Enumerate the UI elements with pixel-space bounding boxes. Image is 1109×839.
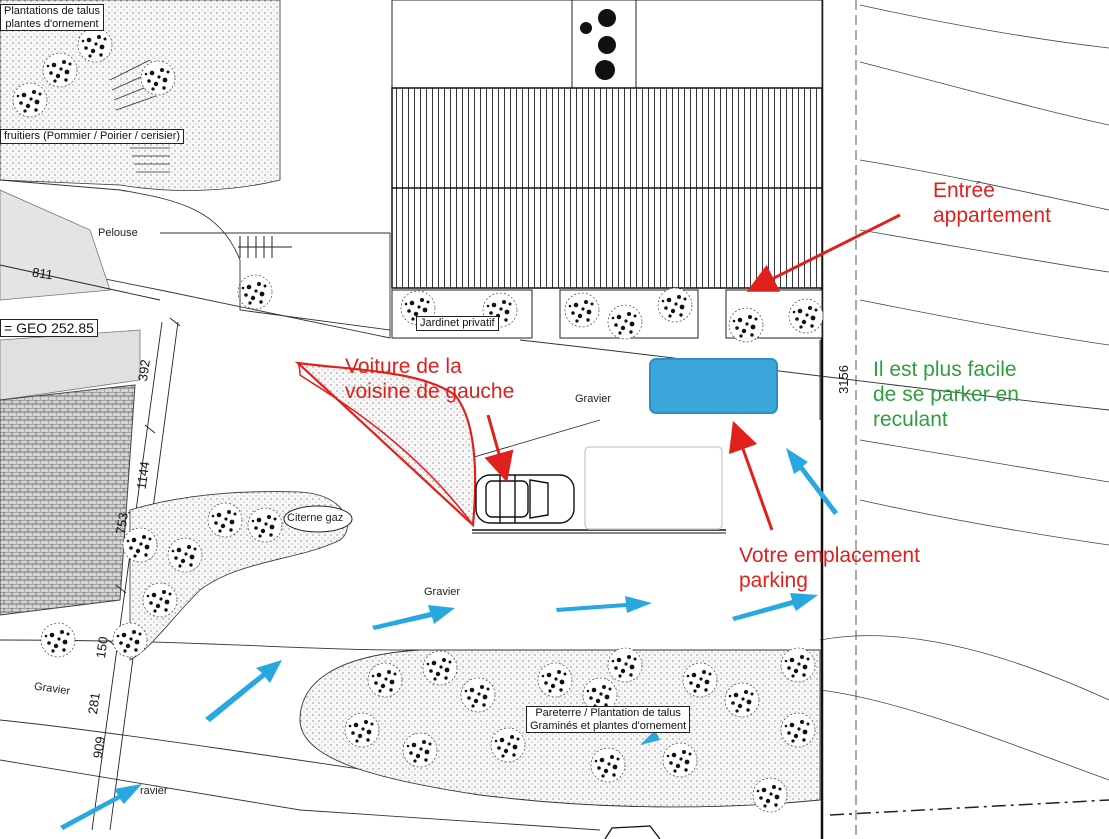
tree <box>402 732 438 768</box>
label-pelouse: Pelouse <box>98 227 138 239</box>
tree <box>682 662 718 698</box>
dim-811: 811 <box>31 264 54 283</box>
tree <box>42 52 78 88</box>
tree <box>167 537 203 573</box>
annotation-voiture: Voiture de la voisine de gauche <box>345 355 515 404</box>
tree <box>724 682 760 718</box>
blue-arrow <box>556 596 652 613</box>
dim-281: 281 <box>84 691 103 716</box>
tree <box>12 82 48 118</box>
blue-arrows <box>60 448 838 830</box>
label-gravier-top: Gravier <box>575 393 612 405</box>
small-stair <box>238 236 292 258</box>
tree <box>657 287 693 323</box>
label-geo: = GEO 252.85 <box>0 319 98 338</box>
tree <box>207 502 243 538</box>
annotation-parking: Votre emplacement parking <box>739 544 920 593</box>
red-arrows <box>484 213 901 531</box>
tree <box>607 647 643 683</box>
blue-arrow <box>372 605 455 630</box>
tree <box>564 292 600 328</box>
citerne-gaz-tank <box>283 505 353 533</box>
label-plantations-talus: Plantations de talus plantes d'ornement <box>0 4 105 32</box>
annotation-reculant: Il est plus facile de se parker en recul… <box>873 358 1019 432</box>
planted-area-citerne <box>129 491 348 661</box>
label-gravier-mid: Gravier <box>424 586 461 598</box>
dim-150: 150 <box>92 635 111 660</box>
tree <box>752 777 788 813</box>
label-pareterre: Pareterre / Plantation de talus Graminés… <box>526 706 691 734</box>
tree <box>780 712 816 748</box>
tree <box>140 60 176 96</box>
label-gravier-bottom: ravier <box>140 785 168 797</box>
blue-arrow <box>732 593 818 621</box>
parking-spot <box>649 358 778 414</box>
tree <box>237 274 273 310</box>
blue-arrow <box>60 784 142 830</box>
tree <box>490 727 526 763</box>
tree <box>780 647 816 683</box>
tree <box>142 582 178 618</box>
tree <box>662 742 698 778</box>
tree <box>422 650 458 686</box>
tree <box>77 27 113 63</box>
blue-arrow <box>205 660 282 722</box>
tree <box>40 622 76 658</box>
tree <box>367 662 403 698</box>
column-trees <box>580 9 616 80</box>
annotation-entree: Entrée appartement <box>933 179 1051 228</box>
tree <box>344 712 380 748</box>
blue-arrow <box>640 730 660 745</box>
tree <box>460 677 496 713</box>
blue-arrow <box>786 448 838 515</box>
building-brick <box>0 384 136 616</box>
tree <box>590 747 626 783</box>
tree <box>728 307 764 343</box>
tree <box>537 662 573 698</box>
dim-753: 753 <box>112 511 131 536</box>
dim-392: 392 <box>134 358 153 383</box>
dim-909: 909 <box>89 735 108 760</box>
parking-white-block <box>584 446 723 530</box>
label-jardinet: Jardinet privatif <box>416 316 499 331</box>
tree <box>247 507 283 543</box>
car <box>475 474 575 524</box>
tree <box>112 622 148 658</box>
tree <box>607 304 643 340</box>
stairs <box>109 59 170 173</box>
building-roof-top <box>0 189 111 301</box>
label-citerne: Citerne gaz <box>287 512 344 524</box>
contour-lines <box>819 4 1109 781</box>
label-fruitiers: fruitiers (Pommier / Poirier / cerisier) <box>0 129 185 144</box>
dim-3156: 3156 <box>835 365 851 394</box>
tree <box>788 298 824 334</box>
